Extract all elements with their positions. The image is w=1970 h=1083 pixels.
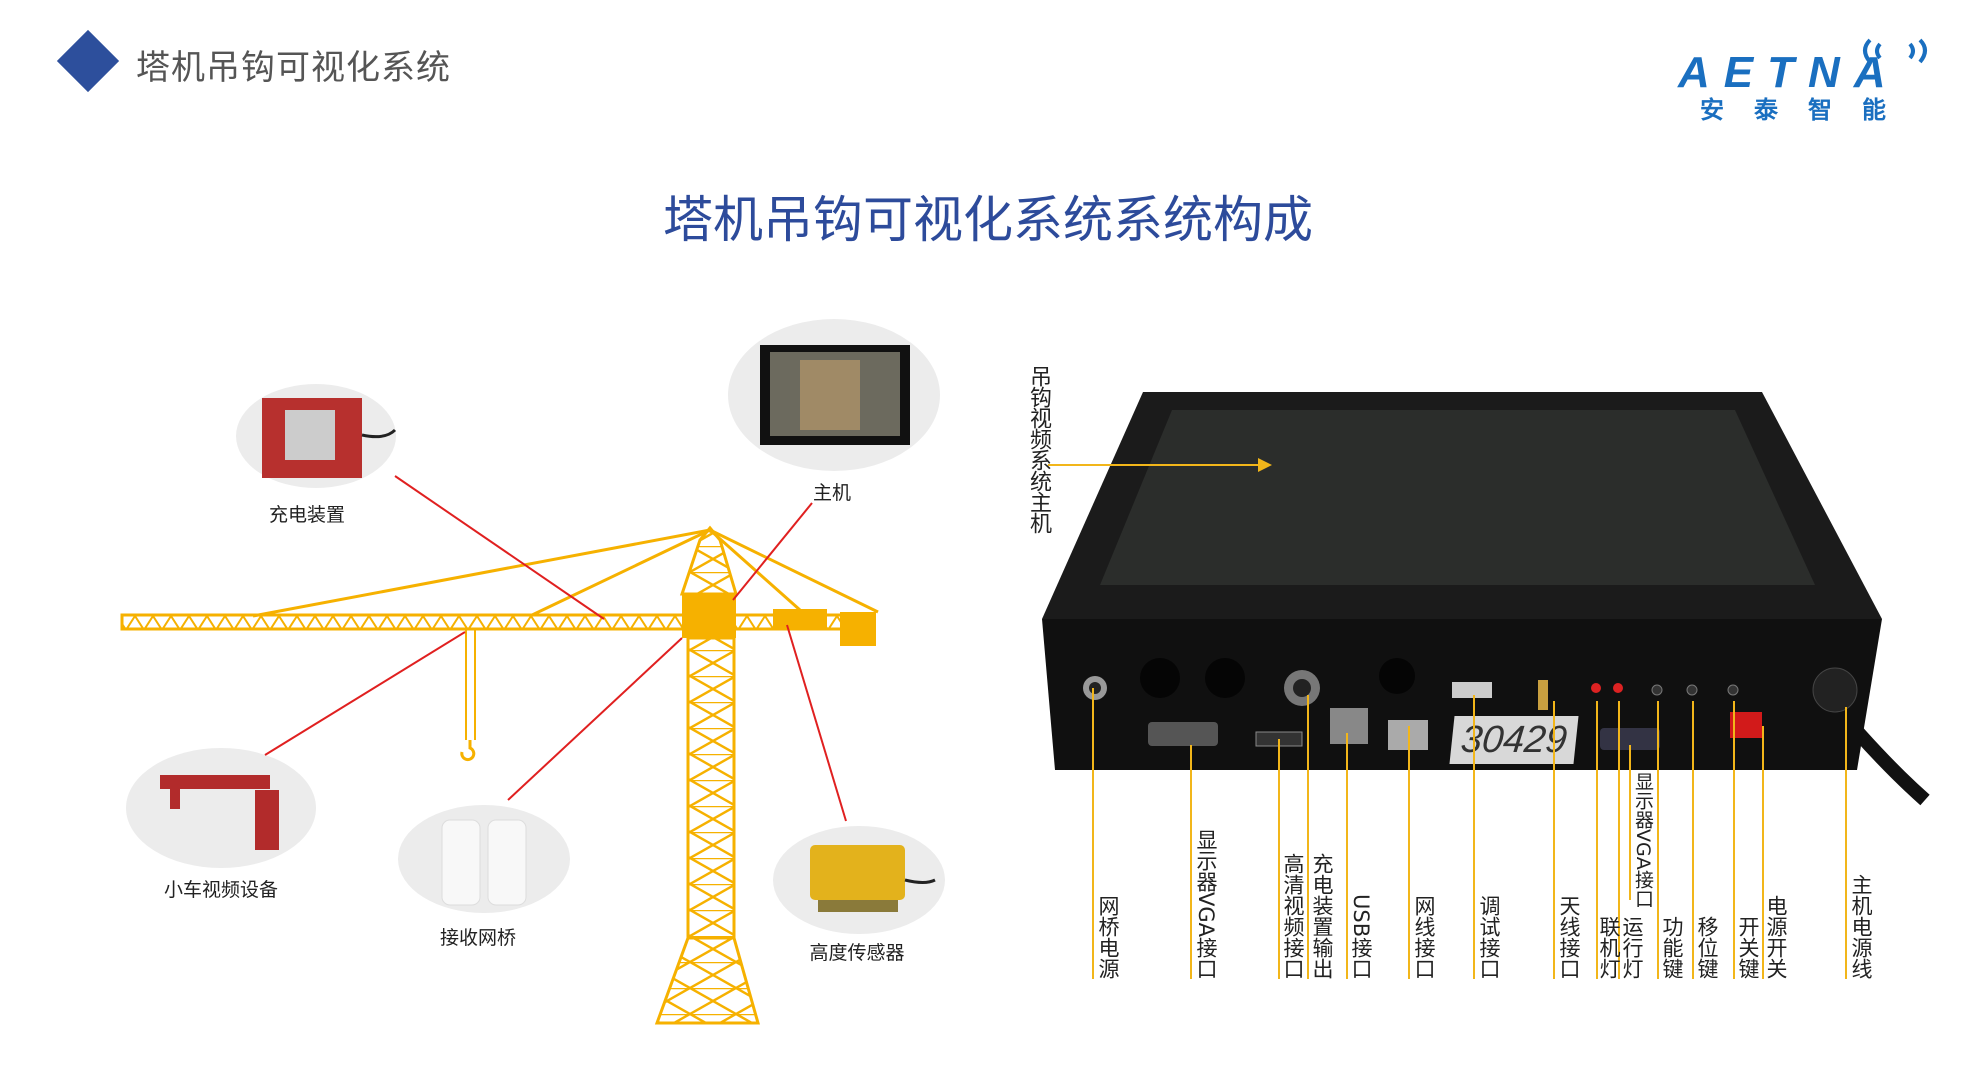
- serial-sticker: 30429: [1449, 716, 1579, 764]
- host-arrow: [1048, 458, 1272, 472]
- label-height-sensor: 高度传感器: [809, 942, 905, 964]
- charger-photo: [236, 384, 397, 488]
- port-line: [1596, 701, 1598, 979]
- port-label-vga: 显示器VGA接口: [1194, 828, 1218, 979]
- logo-chinese: 安泰智能: [1700, 96, 1916, 124]
- header-title: 塔机吊钩可视化系统: [136, 48, 451, 88]
- port-label-vga-2: 显示器VGA接口: [1632, 772, 1654, 908]
- port-line: [1190, 745, 1192, 979]
- port-line: [1618, 701, 1620, 979]
- height-sensor-photo: [773, 826, 945, 934]
- port-line: [1473, 695, 1475, 979]
- port-label-main-power-cable: 主机电源线: [1849, 874, 1873, 979]
- host-title-label: 吊钩视频系统主机: [1026, 365, 1051, 533]
- signal-waves-icon: [1863, 38, 1927, 64]
- port-line: [1307, 695, 1309, 979]
- port-label-bridge-power: 网桥电源: [1096, 895, 1120, 979]
- port-label-run-led: 运行灯: [1620, 916, 1644, 979]
- port-label-hd-video: 高清视频接口: [1281, 853, 1305, 979]
- port-line: [1346, 733, 1348, 979]
- bridge-receiver-photo: [398, 805, 570, 913]
- port-line: [1408, 726, 1410, 979]
- page-title: 塔机吊钩可视化系统系统构成: [663, 191, 1313, 249]
- host-photo: [728, 319, 940, 471]
- hook-icon: [460, 740, 476, 762]
- label-charger: 充电装置: [268, 504, 346, 526]
- port-label-function-key: 功能键: [1660, 916, 1684, 979]
- port-label-switch-key: 开关键: [1736, 916, 1760, 979]
- port-line: [1762, 726, 1764, 979]
- logo-wordmark: AETNA: [1678, 48, 1900, 97]
- port-line: [1553, 701, 1555, 979]
- port-line: [1278, 739, 1280, 979]
- port-line: [1733, 701, 1735, 979]
- port-line: [1692, 701, 1694, 979]
- port-label-shift-key: 移位键: [1695, 916, 1719, 979]
- tower-crane: [120, 525, 879, 1025]
- port-label-antenna: 天线接口: [1557, 895, 1581, 979]
- label-host: 主机: [812, 482, 852, 504]
- port-line: [1845, 707, 1847, 979]
- port-label-usb: USB接口: [1349, 893, 1373, 979]
- port-label-link-led: 联机灯: [1597, 916, 1621, 979]
- port-label-charger-output: 充电装置输出: [1310, 853, 1334, 979]
- trolley-camera-photo: [126, 748, 316, 868]
- port-label-debug: 调试接口: [1477, 895, 1501, 979]
- host-device-photo: [1042, 392, 1930, 806]
- port-line: [1629, 745, 1631, 900]
- label-bridge-receiver: 接收网桥: [439, 927, 517, 949]
- port-label-ethernet: 网线接口: [1412, 895, 1436, 979]
- component-leader-lines: [264, 475, 847, 822]
- label-trolley-camera: 小车视频设备: [163, 879, 279, 901]
- port-line: [1657, 701, 1659, 979]
- port-label-power-switch: 电源开关: [1764, 895, 1788, 979]
- port-line: [1092, 688, 1094, 979]
